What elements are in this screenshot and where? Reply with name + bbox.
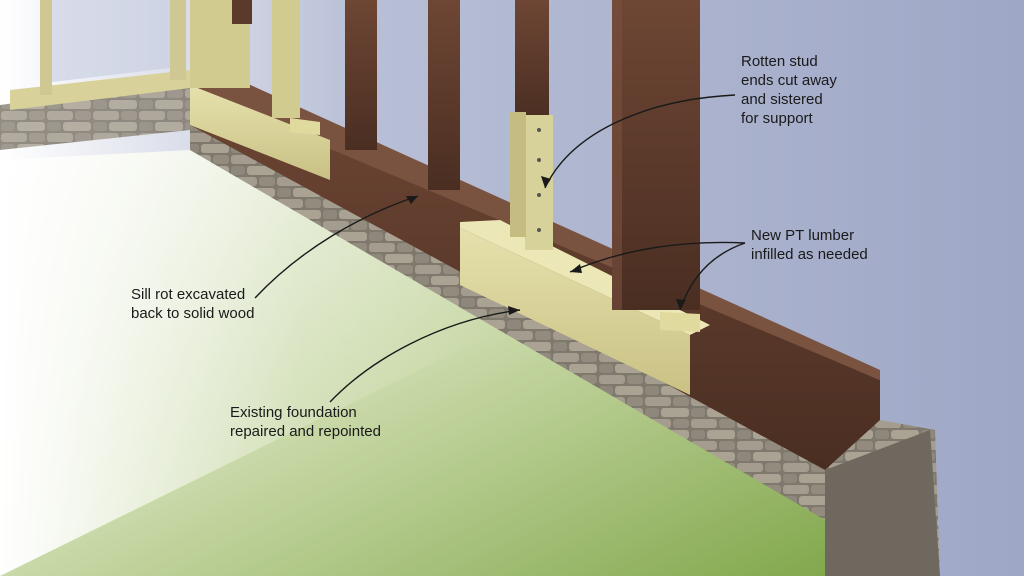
pt-block-post [660, 312, 700, 332]
wall-studs [190, 0, 700, 310]
callout-new-pt-lumber: New PT lumber infilled as needed [751, 226, 868, 264]
leader-rotten-stud [544, 94, 736, 189]
callout-rotten-stud-line-4: for support [741, 110, 813, 127]
callout-sill-rot-line-1: Sill rot excavated [131, 286, 246, 303]
callout-rotten-stud-line-2: ends cut away [741, 72, 837, 89]
stone-foundation [190, 120, 940, 576]
callout-rotten-stud-line-1: Rotten stud [741, 53, 818, 70]
pt-sill-section [460, 228, 690, 395]
back-wall-section [0, 0, 190, 150]
callout-foundation: Existing foundation repaired and repoint… [230, 403, 381, 441]
callout-sill-rot: Sill rot excavated back to solid wood [131, 285, 254, 323]
leader-pt-lumber-1 [569, 241, 746, 273]
callout-rotten-stud: Rotten stud ends cut away and sistered f… [741, 52, 837, 128]
leader-foundation [329, 309, 521, 403]
leader-lines [254, 94, 746, 403]
callout-new-pt-lumber-line-2: infilled as needed [751, 246, 868, 263]
callout-sill-rot-line-2: back to solid wood [131, 305, 255, 322]
callout-foundation-line-1: Existing foundation [230, 404, 357, 421]
foundation-end [825, 430, 940, 576]
callout-foundation-line-2: repaired and repointed [230, 423, 381, 440]
callout-new-pt-lumber-line-1: New PT lumber [751, 227, 855, 244]
callout-rotten-stud-line-3: and sistered [741, 91, 823, 108]
leader-arrowheads [406, 176, 686, 315]
pt-block-left [190, 85, 330, 180]
grass-fade [0, 150, 500, 576]
leader-sill-rot [254, 195, 419, 299]
